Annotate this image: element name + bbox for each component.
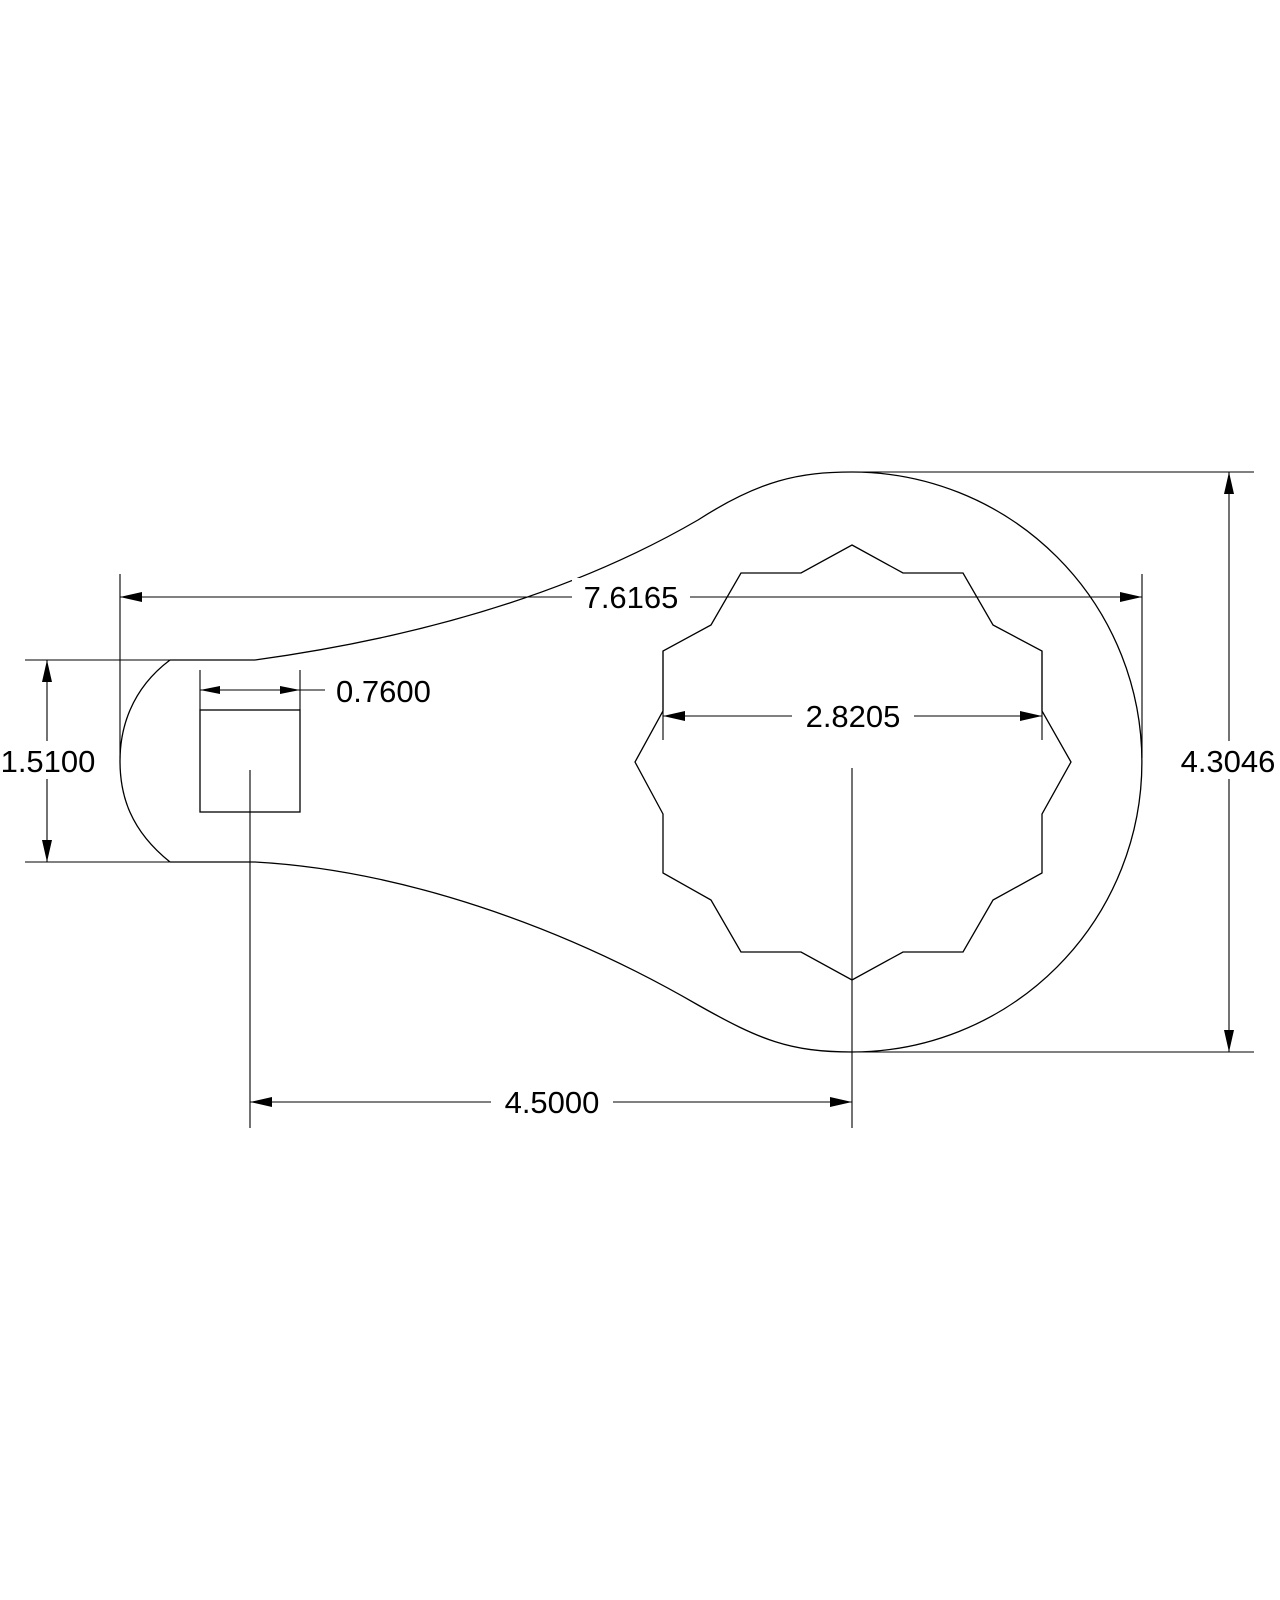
dimension-labels: 7.6165 4.3046 1.5100 0.7600 2.8205 4.500…: [1, 580, 1276, 1120]
dimension-lines: [46, 472, 1230, 1103]
arrowhead: [830, 1097, 852, 1107]
overall-height-label: 4.3046: [1181, 744, 1276, 779]
label-masks: [0, 578, 1280, 1121]
center-distance-label: 4.5000: [505, 1085, 600, 1120]
twelve-point-socket: [634, 544, 1072, 981]
slot-width-label: 0.7600: [336, 674, 431, 709]
arrowhead: [42, 660, 52, 682]
handle-width-label: 1.5100: [1, 744, 96, 779]
arrowhead: [1224, 472, 1234, 494]
arrowhead: [280, 686, 300, 694]
arrowhead: [250, 1097, 272, 1107]
arrowhead: [1224, 1030, 1234, 1052]
arrowhead: [1020, 711, 1042, 721]
handle-end-arc: [119, 659, 171, 863]
overall-length-label: 7.6165: [584, 580, 679, 615]
arrowheads: [42, 472, 1234, 1107]
arrowhead: [120, 592, 142, 602]
arrowhead: [1120, 592, 1142, 602]
arrowhead: [663, 711, 685, 721]
arrowhead: [200, 686, 220, 694]
wrench-outline: [119, 471, 1143, 1053]
arrowhead: [42, 840, 52, 862]
socket-across-label: 2.8205: [806, 699, 901, 734]
extension-lines: [25, 471, 1254, 1128]
outer-profile: [254, 471, 1143, 1053]
